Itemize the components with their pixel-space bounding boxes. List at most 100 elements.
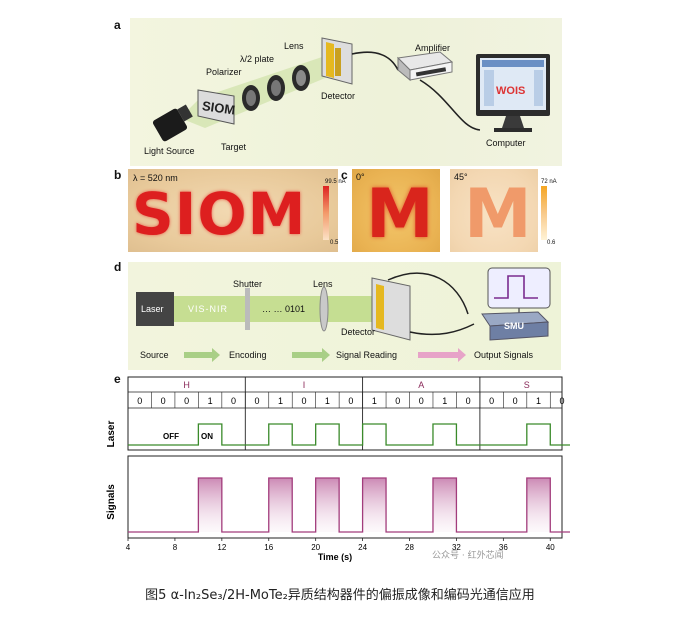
bit-label: 0 [161,396,166,406]
label-target: Target [221,142,247,152]
x-tick-label: 40 [546,543,555,552]
flow-source: Source [140,350,169,360]
smu-icon [481,311,550,341]
off-label: OFF [163,432,179,441]
panel-b-letter: b [114,168,122,182]
label-computer: Computer [486,138,526,148]
bit-label: 1 [442,396,447,406]
label-detector-d: Detector [341,327,376,337]
bit-label: 0 [231,396,236,406]
x-tick-label: 32 [452,543,461,552]
signal-pulse-fill [432,478,457,532]
bit-label: 0 [348,396,353,406]
label-light-source: Light Source [144,146,195,156]
amplifier-icon [396,51,454,82]
panel-c-colorbar [541,186,547,240]
x-axis-label: Time (s) [318,552,352,562]
signal-waveform [128,477,570,533]
bit-label: 1 [208,396,213,406]
x-tick-label: 28 [405,543,414,552]
signals-axis-label: Signals [106,484,117,520]
polarizer-icon [242,85,260,111]
panel-c-scale-max: 72 nA [541,179,557,185]
bit-label: 0 [559,396,564,406]
label-amplifier: Amplifier [415,43,451,53]
flow-output-signals: Output Signals [474,350,534,360]
x-tick-label: 12 [217,543,226,552]
monitor-icon [487,267,551,316]
wavelength-label: λ = 520 nm [133,173,178,183]
laser-waveform [128,423,570,446]
siom-image-text: SIOM [132,180,307,248]
label-shutter: Shutter [233,279,263,289]
computer-icon: WOIS [476,54,550,132]
light-source-icon [152,104,193,142]
panel-c-image-0deg: 0° M [352,169,440,252]
bit-label: 0 [301,396,306,406]
letter-label: A [418,380,424,390]
bit-label: 0 [395,396,400,406]
angle-45-label: 45° [454,172,468,182]
letter-label: H [183,380,190,390]
lens-d-icon [319,286,329,332]
label-code: … … 0101 [262,304,306,314]
x-tick-label: 24 [358,543,367,552]
signal-pulse-fill [526,478,551,532]
label-half-wave-plate: λ/2 plate [240,54,275,64]
x-tick-label: 36 [499,543,508,552]
smu-cable-2 [409,323,475,336]
panel-b-image: λ = 520 nm SIOM [128,169,338,252]
panel-c-letter: c [341,168,348,182]
bit-label: 1 [536,396,541,406]
flow-signal-reading: Signal Reading [336,350,398,360]
m-image-0deg: M [366,175,434,254]
detector-cable [351,51,399,71]
smu-cable-1 [387,272,469,315]
signal-pulse-fill [268,478,293,532]
screen-text: WOIS [496,85,525,97]
laser-box [136,292,174,326]
flow-arrows [184,348,466,362]
label-vis-nir: VIS-NIR [188,304,229,314]
label-laser: Laser [141,304,164,314]
panel-c-scale-min: 0.6 [547,240,556,246]
x-tick-label: 16 [264,543,273,552]
label-polarizer: Polarizer [206,67,242,77]
bit-label: 0 [184,396,189,406]
label-detector: Detector [321,91,356,101]
panel-c-image-45deg: 45° M [450,169,538,252]
x-tick-label: 20 [311,543,320,552]
laser-square-wave [128,423,570,446]
bit-label: 1 [278,396,283,406]
panel-b-scale-max: 99.5 nA [325,179,346,185]
bit-label: 1 [372,396,377,406]
signal-frame [127,455,563,539]
signal-pulse-fill [315,478,340,532]
bit-label: 0 [419,396,424,406]
shutter-icon [245,288,250,330]
target-text: SIOM [201,98,236,117]
bit-label: 1 [325,396,330,406]
label-smu: SMU [504,321,524,331]
letter-label: I [303,380,306,390]
figure-caption: 图5 α-In₂Se₃/2H-MoTe₂异质结构器件的偏振成像和编码光通信应用 [145,588,535,603]
m-image-45deg: M [464,175,532,254]
panel-a-setup: SIOM WOIS [152,37,550,142]
amplifier-cable [419,79,481,131]
bit-label: 0 [137,396,142,406]
panel-a-letter: a [114,18,121,32]
letter-label: S [524,380,530,390]
laser-beam [168,296,408,322]
flow-encoding: Encoding [229,350,267,360]
detector-icon [321,37,353,85]
watermark: 公众号 · 红外芯闻 [432,551,504,561]
panel-b-colorbar [323,186,329,240]
bit-table-frame [127,376,563,451]
label-lens-d: Lens [313,279,333,289]
panel-d-letter: d [114,260,122,274]
bit-label: 0 [489,396,494,406]
lens-icon [292,65,310,91]
